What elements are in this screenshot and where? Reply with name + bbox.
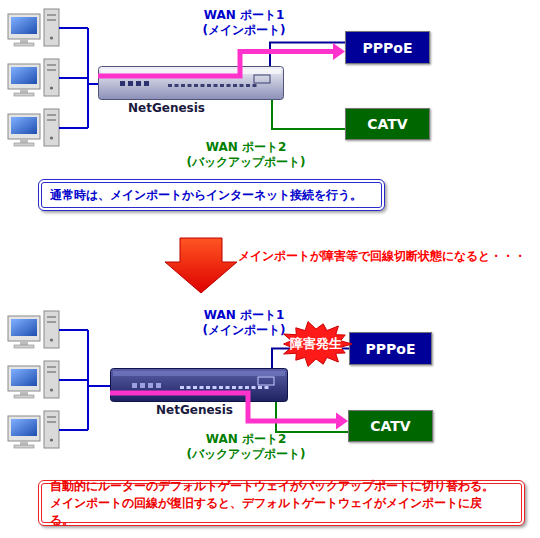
router-led bbox=[207, 84, 211, 87]
router: NetGenesis bbox=[110, 368, 288, 402]
router-led bbox=[226, 386, 230, 389]
router-led bbox=[220, 84, 224, 87]
router-led bbox=[181, 84, 185, 87]
router-led bbox=[232, 386, 236, 389]
router-led bbox=[245, 386, 249, 389]
note-box: 通常時は、メインポートからインターネット接続を行う。 bbox=[38, 179, 385, 211]
router-led bbox=[214, 84, 218, 87]
router-led bbox=[233, 84, 237, 87]
router-led bbox=[132, 383, 137, 388]
connector bbox=[270, 43, 345, 67]
arrow-head bbox=[333, 43, 345, 60]
router-led bbox=[120, 81, 125, 86]
router-led bbox=[188, 84, 192, 87]
router-led bbox=[187, 386, 191, 389]
router-logo bbox=[254, 75, 270, 83]
router-logo bbox=[258, 377, 274, 385]
router-led bbox=[253, 84, 257, 87]
network-box: PPPoE bbox=[345, 31, 430, 64]
note-box: 自動的にルーターのデフォルトゲートウェイがバックアップポートに切り替わる。 メイ… bbox=[38, 480, 525, 526]
down-arrow bbox=[165, 238, 237, 293]
router-led bbox=[128, 81, 133, 86]
port-label: メインポートが障害等で回線切断状態になると・・・ bbox=[238, 249, 538, 264]
port-label: WAN ポート2 (バックアップポート) bbox=[176, 140, 316, 170]
router-name: NetGenesis bbox=[156, 403, 233, 417]
router-led bbox=[156, 383, 161, 388]
router-highlight bbox=[113, 371, 285, 376]
computer-icon bbox=[8, 311, 59, 348]
router-led bbox=[213, 386, 217, 389]
computer-icon bbox=[8, 59, 59, 96]
router-led bbox=[148, 383, 153, 388]
lan-wires bbox=[59, 28, 98, 128]
port-label: WAN ポート1 (メインポート) bbox=[188, 8, 300, 38]
lan-wires bbox=[59, 330, 110, 430]
router-name: NetGenesis bbox=[128, 101, 205, 115]
connector bbox=[272, 100, 345, 129]
router-led bbox=[240, 84, 244, 87]
router-led bbox=[201, 84, 205, 87]
router-led bbox=[175, 84, 179, 87]
router-led bbox=[194, 84, 198, 87]
router-led bbox=[206, 386, 210, 389]
router-led bbox=[140, 383, 145, 388]
router-device bbox=[110, 368, 288, 402]
box-label: PPPoE bbox=[363, 40, 413, 56]
router-led bbox=[144, 81, 149, 86]
router-led bbox=[239, 386, 243, 389]
computer-icon bbox=[8, 109, 59, 146]
connector bbox=[98, 43, 345, 76]
connector-line bbox=[276, 402, 348, 432]
router: NetGenesis bbox=[98, 66, 284, 100]
port-label: WAN ポート2 (バックアップポート) bbox=[176, 432, 316, 462]
burst-text: 障害発生 bbox=[279, 320, 353, 368]
router-led bbox=[193, 386, 197, 389]
connector-line bbox=[272, 100, 345, 129]
router-led bbox=[219, 386, 223, 389]
router-led bbox=[180, 386, 184, 389]
box-label: PPPoE bbox=[366, 341, 416, 357]
network-box: CATV bbox=[348, 410, 433, 442]
router-led bbox=[258, 386, 262, 389]
network-box: PPPoE bbox=[349, 332, 432, 365]
connector-line bbox=[98, 52, 334, 77]
box-label: CATV bbox=[367, 116, 407, 132]
router-led bbox=[200, 386, 204, 389]
router-body bbox=[111, 369, 288, 402]
failure-burst: 障害発生 bbox=[279, 320, 353, 368]
router-highlight bbox=[101, 69, 281, 74]
computer-icon bbox=[8, 361, 59, 398]
connector-line bbox=[270, 43, 345, 67]
network-box: CATV bbox=[345, 108, 430, 140]
router-led bbox=[246, 84, 250, 87]
computer-icon bbox=[8, 411, 59, 448]
router-body bbox=[99, 67, 284, 100]
box-label: CATV bbox=[370, 418, 410, 434]
router-led bbox=[136, 81, 141, 86]
arrow-head bbox=[336, 413, 348, 430]
connector bbox=[276, 402, 348, 432]
router-led bbox=[168, 84, 172, 87]
note-text: 通常時は、メインポートからインターネット接続を行う。 bbox=[50, 187, 380, 204]
router-led bbox=[252, 386, 256, 389]
router-led bbox=[265, 386, 269, 389]
note-text: 自動的にルーターのデフォルトゲートウェイがバックアップポートに切り替わる。 メイ… bbox=[50, 478, 502, 529]
router-led bbox=[227, 84, 231, 87]
computer-icon bbox=[8, 9, 59, 46]
router-device bbox=[98, 66, 284, 100]
